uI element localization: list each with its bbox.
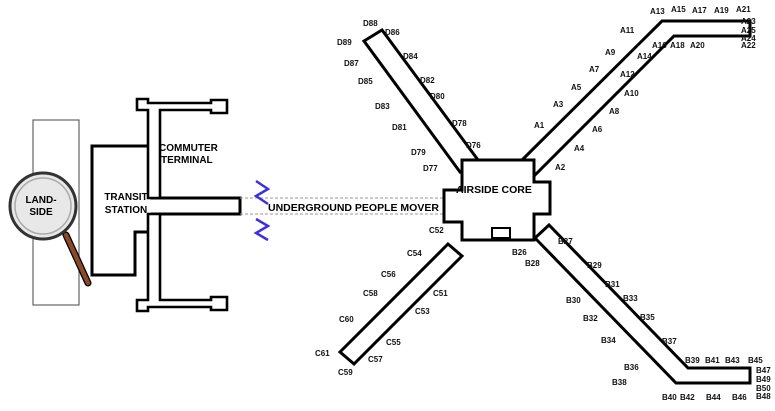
gate-label: D78	[452, 119, 467, 128]
gate-label: D83	[375, 102, 390, 111]
landside-label-2: SIDE	[29, 207, 53, 218]
concourse-b	[532, 222, 752, 385]
concourse-b-gates: B26 B27 B28 B29 B30 B31 B32 B33 B34 B35 …	[512, 237, 771, 402]
gate-label: D87	[344, 59, 359, 68]
concourse-c-gates: C51 C52 C53 C54 C55 C56 C57 C58 C59 C60 …	[315, 226, 448, 377]
gate-label: D85	[358, 77, 373, 86]
gate-label: D89	[337, 38, 352, 47]
airside-complex	[337, 19, 752, 385]
gate-label: B49	[756, 375, 771, 384]
gate-label: B27	[558, 237, 573, 246]
gate-label: A12	[620, 70, 635, 79]
gate-label: A1	[534, 121, 545, 130]
gate-label: C57	[368, 355, 383, 364]
gate-label: B43	[725, 356, 740, 365]
gate-label: B47	[756, 366, 771, 375]
gate-label: C51	[433, 289, 448, 298]
airside-core	[442, 158, 552, 242]
gate-label: A6	[592, 125, 603, 134]
gate-label: D79	[411, 148, 426, 157]
gate-label: C56	[381, 270, 396, 279]
gate-label: B28	[525, 259, 540, 268]
gate-label: A11	[620, 26, 635, 35]
gate-label: A15	[671, 5, 686, 14]
gate-label: B45	[748, 356, 763, 365]
gate-label: B30	[566, 296, 581, 305]
transit-label-1: TRANSIT	[104, 192, 147, 203]
gate-label: B39	[685, 356, 700, 365]
magnifier-icon	[8, 171, 92, 287]
gate-label: A2	[555, 163, 566, 172]
transit-label-2: STATION	[105, 205, 147, 216]
gate-label: C54	[407, 249, 422, 258]
gate-label: B41	[705, 356, 720, 365]
commuter-label-2: TERMINAL	[161, 155, 213, 166]
gate-label: B48	[756, 392, 771, 401]
gate-label: D80	[430, 92, 445, 101]
landside-label-1: LAND-	[25, 195, 56, 206]
gate-label: A16	[652, 41, 667, 50]
gate-label: A19	[714, 6, 729, 15]
gate-label: A21	[736, 5, 751, 14]
concourse-a	[517, 19, 752, 179]
gate-label: B33	[623, 294, 638, 303]
gate-label: A18	[670, 41, 685, 50]
gate-label: B38	[612, 378, 627, 387]
gate-label: B42	[680, 393, 695, 402]
gate-label: A14	[637, 52, 652, 61]
gate-label: A3	[553, 100, 564, 109]
gate-label: C52	[429, 226, 444, 235]
gate-label: B36	[624, 363, 639, 372]
gate-label: D88	[363, 19, 378, 28]
gate-label: A17	[692, 6, 707, 15]
gate-label: A13	[650, 7, 665, 16]
gate-label: A10	[624, 89, 639, 98]
gate-label: B29	[587, 261, 602, 270]
gate-label: A24	[741, 34, 756, 43]
gate-label: D84	[403, 52, 418, 61]
gate-label: D86	[385, 28, 400, 37]
concourse-d-gates: D76 D77 D78 D79 D80 D81 D82 D83 D84 D85 …	[337, 19, 481, 173]
gate-label: A4	[574, 144, 585, 153]
gate-label: D82	[420, 76, 435, 85]
gate-label: C59	[338, 368, 353, 377]
gate-label: C58	[363, 289, 378, 298]
commuter-label-1: COMMUTER	[159, 143, 219, 154]
gate-label: C53	[415, 307, 430, 316]
gate-label: A5	[571, 83, 582, 92]
people-mover-tunnel	[240, 197, 444, 215]
gate-label: C61	[315, 349, 330, 358]
gate-label: B44	[706, 393, 721, 402]
gate-label: B34	[601, 336, 616, 345]
gate-label: B26	[512, 248, 527, 257]
gate-label: B40	[662, 393, 677, 402]
gate-label: D76	[466, 141, 481, 150]
gate-label: B46	[732, 393, 747, 402]
gate-label: B50	[756, 384, 771, 393]
gate-label: B35	[640, 313, 655, 322]
gate-label: D81	[392, 123, 407, 132]
gate-label: A23	[741, 17, 756, 26]
commuter-terminal-wings	[135, 97, 229, 313]
gate-label: C55	[386, 338, 401, 347]
gate-label: B32	[583, 314, 598, 323]
gate-label: B37	[662, 337, 677, 346]
gate-label: A7	[589, 65, 600, 74]
concourse-a-gates: A1 A2 A3 A4 A5 A6 A7 A8 A9 A10 A11 A12 A…	[534, 5, 756, 172]
gate-label: B31	[605, 280, 620, 289]
gate-label: A20	[690, 41, 705, 50]
gate-label: A8	[609, 107, 620, 116]
airside-core-label: AIRSIDE CORE	[456, 184, 532, 196]
gate-label: C60	[339, 315, 354, 324]
gate-label: A9	[605, 48, 616, 57]
gate-label: A25	[741, 26, 756, 35]
gate-label: A22	[741, 41, 756, 50]
concourse-c	[337, 241, 465, 367]
tunnel-break-icon	[253, 179, 271, 242]
gate-label: D77	[423, 164, 438, 173]
people-mover-label: UNDERGROUND PEOPLE MOVER	[268, 202, 439, 214]
